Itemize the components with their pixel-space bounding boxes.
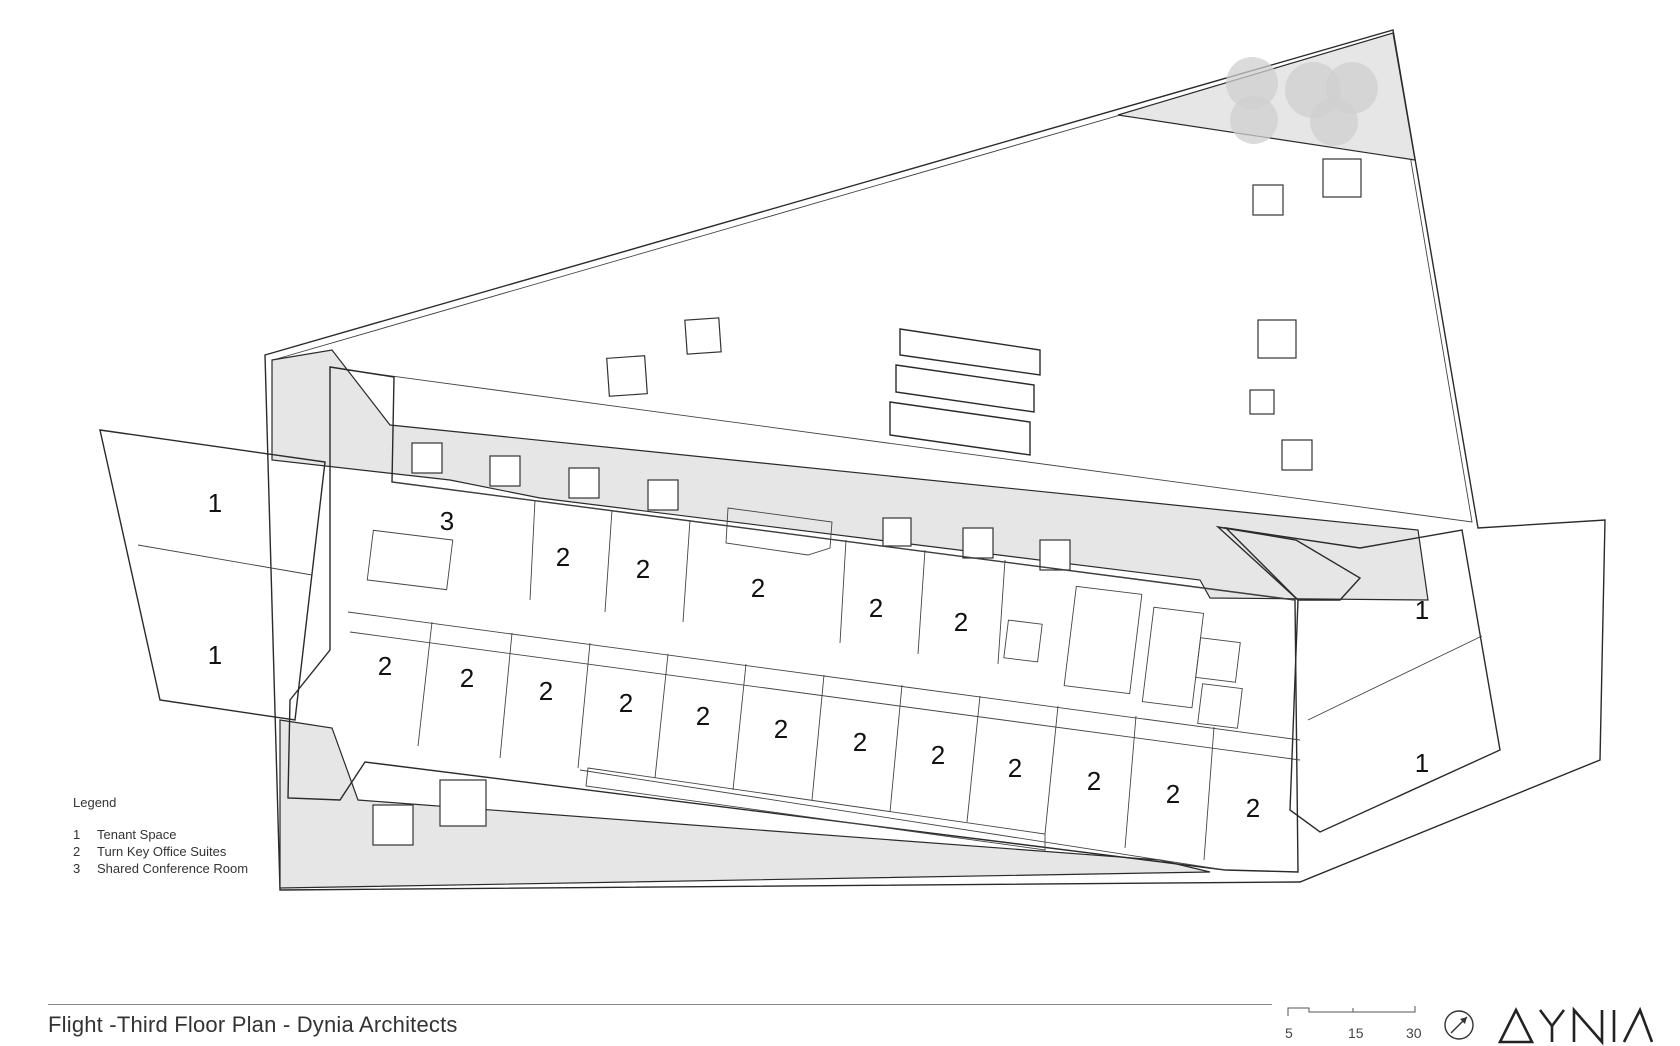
scale-label: 30 — [1406, 1025, 1422, 1041]
scale-bar — [1287, 1006, 1416, 1016]
room-label-office: 2 — [751, 573, 765, 603]
room-label-office: 2 — [869, 593, 883, 623]
tree-icon — [1226, 57, 1278, 109]
roof-equipment — [889, 328, 1041, 456]
room-label-tenant: 1 — [208, 488, 222, 518]
legend-item-label: Tenant Space — [97, 827, 177, 842]
scale-label: 15 — [1348, 1025, 1364, 1041]
room-label-office: 2 — [619, 688, 633, 718]
tree-icon — [1310, 98, 1358, 146]
legend-item-label: Turn Key Office Suites — [97, 844, 227, 859]
legend-title: Legend — [73, 795, 117, 810]
room-label-office: 2 — [1008, 753, 1022, 783]
room-label-office: 2 — [931, 740, 945, 770]
room-label-office: 2 — [378, 651, 392, 681]
footer-title: Flight -Third Floor Plan - Dynia Archite… — [48, 1012, 458, 1037]
skylights — [372, 158, 1362, 846]
legend-item-number: 1 — [73, 827, 81, 842]
legend-item-number: 3 — [73, 861, 81, 876]
legend-item: 3 Shared Conference Room — [73, 860, 248, 877]
room-labels: 1 1 1 1 3 2 2 2 2 2 2 2 2 2 2 2 2 2 2 2 … — [208, 488, 1429, 823]
room-label-office: 2 — [853, 727, 867, 757]
room-label-conference: 3 — [440, 506, 454, 536]
legend-item: 2 Turn Key Office Suites — [73, 843, 248, 860]
legend-item: 1 Tenant Space — [73, 826, 248, 843]
floor-plan: 1 1 1 1 3 2 2 2 2 2 2 2 2 2 2 2 2 2 2 2 … — [99, 29, 1606, 891]
room-label-office: 2 — [774, 714, 788, 744]
room-label-tenant: 1 — [1415, 595, 1429, 625]
site-boundary — [264, 29, 1606, 891]
upper-terrace — [271, 349, 1429, 601]
building-walls — [99, 366, 1501, 873]
room-label-office: 2 — [696, 701, 710, 731]
legend-item-label: Shared Conference Room — [97, 861, 249, 876]
scale-label: 5 — [1285, 1025, 1293, 1041]
legend: Legend 1 Tenant Space 2 Turn Key Office … — [73, 795, 248, 877]
lower-terrace — [279, 719, 1211, 889]
tree-icon — [1230, 96, 1278, 144]
room-label-tenant: 1 — [208, 640, 222, 670]
room-label-office: 2 — [1246, 793, 1260, 823]
room-label-office: 2 — [556, 542, 570, 572]
north-arrow-icon — [1444, 1010, 1474, 1040]
room-label-office: 2 — [1087, 766, 1101, 796]
room-label-office: 2 — [1166, 779, 1180, 809]
footer-rule — [48, 1004, 1272, 1005]
room-label-office: 2 — [460, 663, 474, 693]
legend-item-number: 2 — [73, 844, 81, 859]
room-label-office: 2 — [539, 676, 553, 706]
room-label-office: 2 — [636, 554, 650, 584]
room-label-office: 2 — [954, 607, 968, 637]
dynia-logo — [1497, 1006, 1654, 1046]
room-label-tenant: 1 — [1415, 748, 1429, 778]
